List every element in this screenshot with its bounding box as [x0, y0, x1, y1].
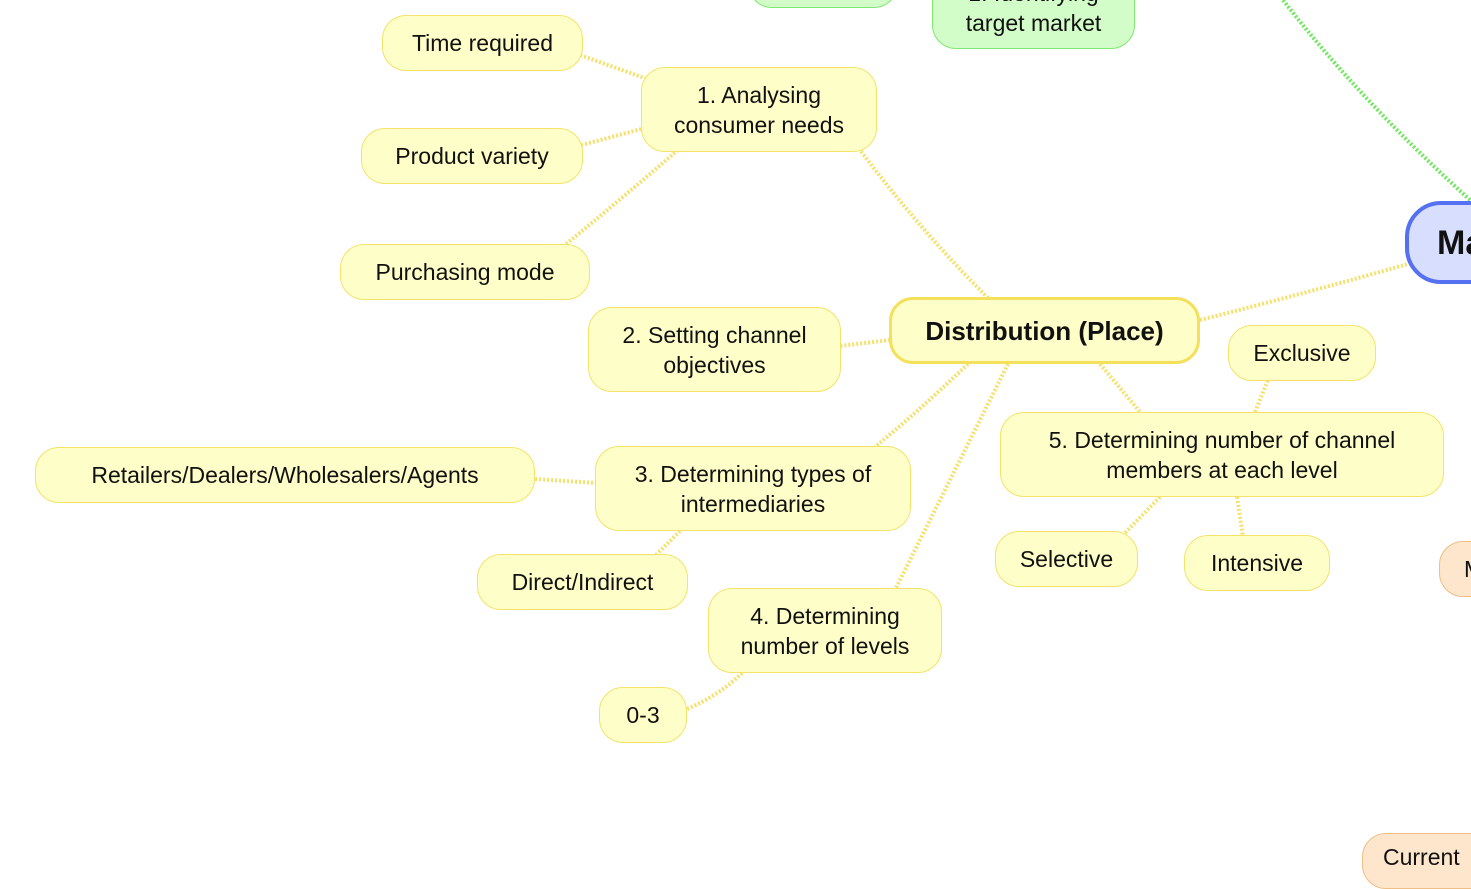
- node-determining-channel-members[interactable]: 5. Determining number of channel members…: [1000, 412, 1444, 497]
- link-center-consumer-needs: [858, 148, 990, 300]
- link-center-root: [1199, 262, 1409, 322]
- link-members-intensive: [1235, 496, 1245, 538]
- link-consumer-needs-time: [579, 53, 651, 82]
- root-node[interactable]: Ma: [1405, 201, 1471, 284]
- link-intermediaries-direct: [654, 529, 682, 557]
- link-members-selective: [1123, 495, 1162, 535]
- leaf-retailers-dealers-wholesalers-agents[interactable]: Retailers/Dealers/Wholesalers/Agents: [35, 447, 535, 503]
- green-node-partial[interactable]: [748, 0, 898, 8]
- leaf-levels-0-3[interactable]: 0-3: [599, 687, 687, 743]
- leaf-selective[interactable]: Selective: [995, 531, 1138, 587]
- node-setting-channel-objectives[interactable]: 2. Setting channel objectives: [588, 307, 841, 392]
- node-determining-number-of-levels[interactable]: 4. Determining number of levels: [708, 588, 942, 673]
- link-consumer-needs-variety: [581, 126, 646, 147]
- link-center-objectives: [839, 338, 891, 348]
- link-center-intermediaries: [873, 362, 970, 449]
- link-intermediaries-retailers: [534, 477, 598, 485]
- node-determining-types-of-intermediaries[interactable]: 3. Determining types of intermediaries: [595, 446, 911, 531]
- link-consumer-needs-purchasing: [563, 148, 680, 247]
- leaf-time-required[interactable]: Time required: [382, 15, 583, 71]
- leaf-purchasing-mode[interactable]: Purchasing mode: [340, 244, 590, 300]
- leaf-intensive[interactable]: Intensive: [1184, 535, 1330, 591]
- leaf-direct-indirect[interactable]: Direct/Indirect: [477, 554, 688, 610]
- leaf-product-variety[interactable]: Product variety: [361, 128, 583, 184]
- node-analysing-consumer-needs[interactable]: 1. Analysing consumer needs: [641, 67, 877, 152]
- node-distribution-place[interactable]: Distribution (Place): [889, 297, 1200, 364]
- orange-node-current-partial[interactable]: Current: [1362, 833, 1471, 889]
- link-levels-0-3: [684, 671, 744, 712]
- link-root-green: [1281, 0, 1471, 202]
- orange-node-partial[interactable]: M: [1439, 541, 1471, 597]
- link-members-exclusive: [1253, 379, 1270, 413]
- node-identifying-target-market[interactable]: 1. Identifying target market: [932, 0, 1135, 49]
- leaf-exclusive[interactable]: Exclusive: [1228, 325, 1376, 381]
- link-center-levels: [893, 363, 1010, 591]
- link-center-members: [1098, 362, 1142, 414]
- connector-lines: [534, 0, 1471, 712]
